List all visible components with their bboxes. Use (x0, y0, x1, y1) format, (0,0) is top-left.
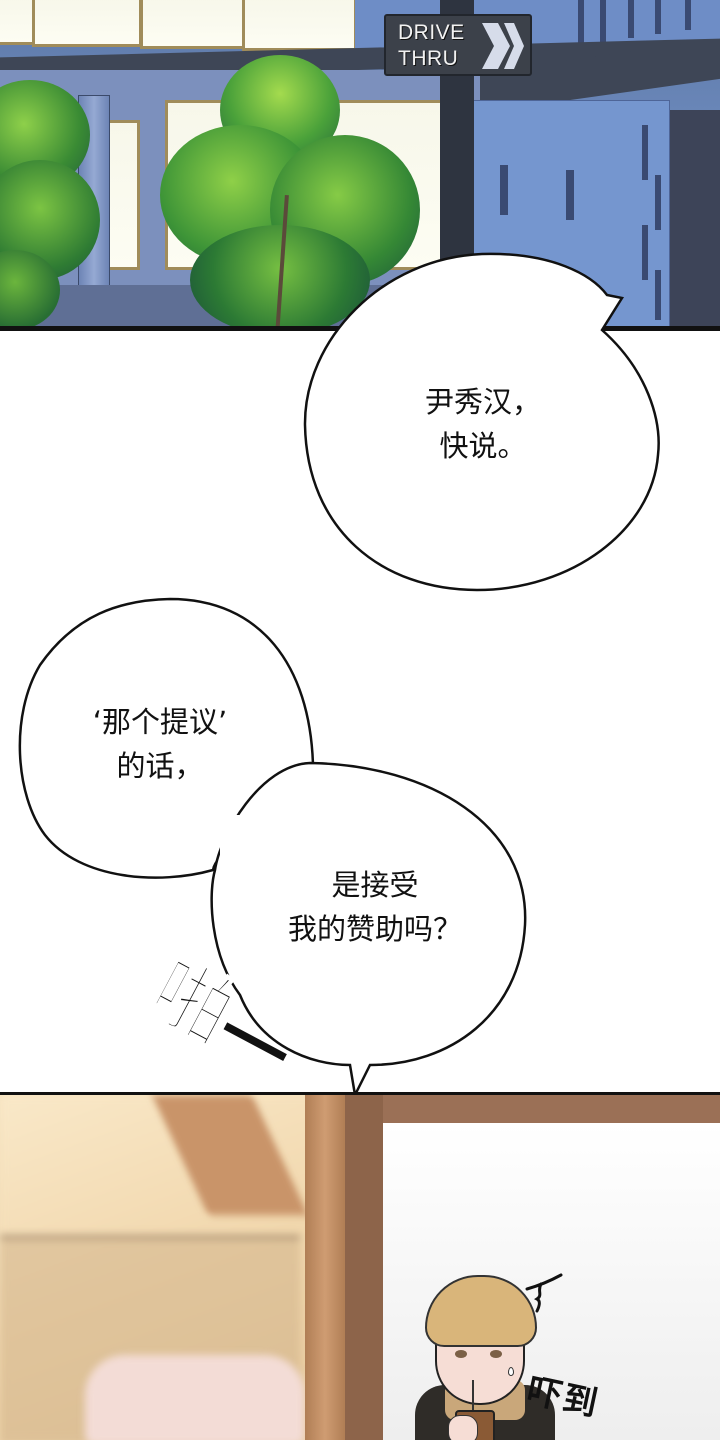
lightning-squiggle-icon (525, 1273, 563, 1313)
sign-line2: THRU (398, 47, 459, 70)
wall-slot (578, 0, 584, 45)
wood-pillar (305, 1095, 345, 1440)
wall-slot (655, 175, 661, 230)
sweat-drop-icon (508, 1367, 514, 1376)
window (242, 0, 357, 51)
wall-slot (500, 165, 508, 215)
wall-slot (685, 0, 691, 30)
wall-slot (642, 225, 648, 280)
bubble-2-text: ‘那个提议’ 的话， (92, 705, 228, 783)
eye-right (490, 1350, 502, 1358)
doorway-dark (670, 110, 720, 330)
bubble-shape (303, 252, 660, 592)
bubble-shape (18, 597, 527, 1095)
eye-left (455, 1350, 467, 1358)
tree-center (140, 45, 430, 330)
wall-slot (655, 0, 661, 34)
bubble-3-text: 是接受 我的赞助吗？ (287, 868, 462, 946)
bubble-1-text: 尹秀汉， 快说。 (424, 385, 541, 463)
tree-left (0, 50, 110, 330)
wall-slot (600, 0, 606, 42)
drive-thru-sign: DRIVE THRU (384, 14, 532, 76)
straw (472, 1380, 474, 1420)
double-chevron-right-icon (482, 23, 524, 69)
panel-border (0, 1092, 720, 1097)
window-frame-left (345, 1095, 383, 1440)
hair (425, 1275, 537, 1347)
window (140, 0, 245, 49)
wall-slot (642, 125, 648, 180)
sign-line1: DRIVE (398, 21, 465, 44)
panel-cafe-scene: 吓到 (0, 1095, 720, 1440)
window (0, 0, 35, 45)
window (105, 120, 140, 270)
wall-slot (566, 170, 574, 220)
wall-slot (655, 270, 661, 320)
speech-bubble-1: 尹秀汉， 快说。 (302, 250, 664, 595)
speech-bubble-group: ‘那个提议’ 的话， 是接受 我的赞助吗？ (10, 595, 535, 1095)
window-frame-top (345, 1095, 720, 1123)
character-blonde-man (410, 1265, 560, 1440)
hand (448, 1415, 478, 1440)
blurred-object (85, 1355, 305, 1440)
window (32, 0, 142, 47)
wall-slot (628, 0, 634, 38)
